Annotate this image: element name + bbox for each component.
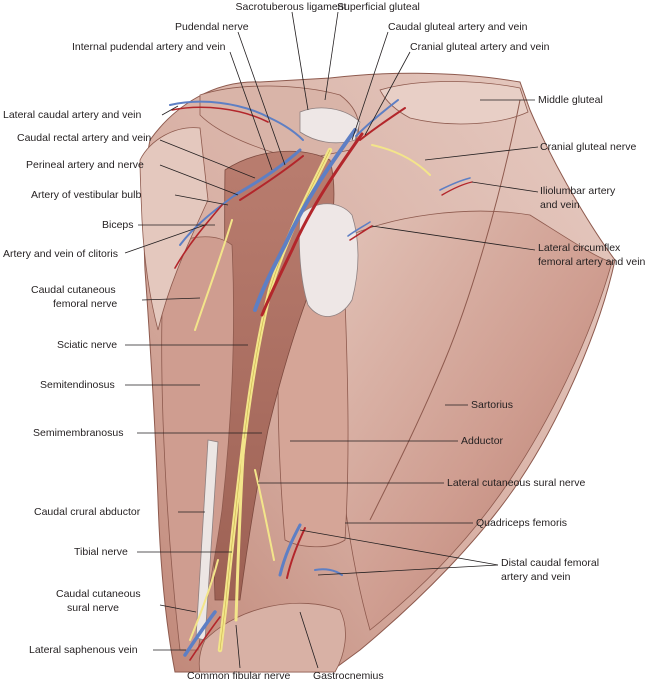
leader-distal-caudal-femoral-b [317,564,499,576]
internal-pudendal-vein-path [233,148,302,197]
lateral-circumflex-vessels-path [349,225,373,241]
cranial-gluteal-vein-path [355,99,399,137]
leader-sacrotuberous-ligament [291,11,309,111]
biceps-muscle [139,127,209,331]
label-pudendal-nerve: Pudendal nerve [175,21,249,33]
label-semitendinosus: Semitendinosus [40,379,115,391]
label-biceps: Biceps [102,219,134,231]
label-layer: Sacrotuberous ligament Superficial glute… [3,1,646,682]
label-lateral-circumflex-line2: femoral artery and vein [538,256,646,268]
cranial-gluteal-vessels-path [359,107,406,141]
leader-superficial-gluteal [324,11,339,101]
leader-artery-vein-clitoris [124,224,206,254]
caudal-gluteal-artery-path [260,132,364,317]
label-perineal-artery-nerve: Perineal artery and nerve [26,159,144,171]
clitoris-vessels-path [174,204,223,269]
label-internal-pudendal-artery-vein: Internal pudendal artery and vein [72,41,226,53]
leader-caudal-cutaneous-femoral-nerve [141,297,201,301]
sartorius-edge [369,99,521,521]
label-lateral-cutaneous-sural-nerve: Lateral cutaneous sural nerve [447,477,585,489]
vessel-layer [169,99,473,661]
label-lateral-saphenous-vein: Lateral saphenous vein [29,644,138,656]
lateral-caudal-vessels-path [169,100,304,141]
label-quadriceps-femoris: Quadriceps femoris [476,517,567,529]
lateral-saphenous-artery-path [189,616,221,661]
perineal-vessels-path [179,194,236,246]
label-caudal-crural-abductor: Caudal crural abductor [34,506,141,518]
label-caudal-rectal-artery-vein: Caudal rectal artery and vein [17,132,151,144]
label-caudal-cutaneous-femoral-line2: femoral nerve [53,298,117,310]
label-adductor: Adductor [461,435,504,447]
label-sartorius: Sartorius [471,399,513,411]
label-lateral-caudal-artery-vein: Lateral caudal artery and vein [3,109,141,121]
label-artery-vein-clitoris: Artery and vein of clitoris [3,248,118,260]
label-cranial-gluteal-artery-vein: Cranial gluteal artery and vein [410,41,550,53]
lateral-caudal-artery-path [171,106,269,123]
label-caudal-cutaneous-femoral-line1: Caudal cutaneous [31,284,116,296]
label-semimembranosus: Semimembranosus [33,427,123,439]
lateral-circumflex-vein-path [347,221,371,237]
label-artery-vestibular-bulb: Artery of vestibular bulb [31,189,141,201]
label-caudal-cutaneous-sural-line1: Caudal cutaneous [56,588,141,600]
leader-pudendal-nerve [237,31,286,166]
label-caudal-cutaneous-sural-line2: sural nerve [67,602,119,614]
distal-caudal-femoral-artery-path [286,527,306,579]
common-fibular-nerve-path [234,438,246,622]
label-iliolumbar-line1: Iliolumbar artery [540,185,616,197]
label-superficial-gluteal: Superficial gluteal [337,1,420,13]
caudal-cutaneous-sural-nerve-path [189,559,219,641]
lateral-cutaneous-sural-nerve-path [254,469,275,561]
label-cranial-gluteal-nerve: Cranial gluteal nerve [540,141,636,153]
leader-artery-vestibular-bulb [174,194,229,206]
caudal-gluteal-vein-path [253,128,357,312]
lateral-saphenous-vein-path [183,610,217,657]
leader-caudal-gluteal-artery-vein [351,31,389,141]
label-iliolumbar-line2: and vein [540,199,580,211]
label-distal-caudal-femoral-line1: Distal caudal femoral [501,557,599,569]
leader-lateral-circumflex-femoral [371,225,536,251]
label-middle-gluteal: Middle gluteal [538,94,603,106]
leader-caudal-cutaneous-sural-nerve [159,604,197,613]
label-sciatic-nerve: Sciatic nerve [57,339,117,351]
leader-lines [124,11,539,669]
label-gastrocnemius: Gastrocnemius [313,670,384,682]
cranial-gluteal-nerve-path [371,144,431,176]
iliolumbar-artery-path [441,181,473,196]
leader-lateral-caudal-artery-vein [161,105,179,116]
label-common-fibular-nerve: Common fibular nerve [187,670,290,682]
leader-cranial-gluteal-nerve [424,146,539,161]
label-lateral-circumflex-line1: Lateral circumflex [538,242,621,254]
leader-internal-pudendal-artery-vein [229,51,273,171]
label-caudal-gluteal-artery-vein: Caudal gluteal artery and vein [388,21,528,33]
label-distal-caudal-femoral-line2: artery and vein [501,571,571,583]
sacrotuberous-ligament-shape [299,107,361,144]
leader-perineal-artery-nerve [159,164,239,196]
leader-caudal-rectal-artery-vein [159,139,256,179]
iliolumbar-vessels-path [439,177,471,191]
leader-gastrocnemius [299,611,319,669]
internal-pudendal-artery-path [239,155,304,201]
leader-distal-caudal-femoral-a [299,529,499,566]
caudal-cutaneous-femoral-nerve-path [194,219,233,331]
trochanter-tendon [298,203,359,317]
leader-common-fibular-nerve [235,624,241,669]
distal-caudal-femoral-vein-path [278,523,302,577]
caudal-crural-abductor-shape [195,439,219,641]
leader-cranial-gluteal-artery-vein [364,51,411,136]
label-tibial-nerve: Tibial nerve [74,546,128,558]
label-sacrotuberous-ligament: Sacrotuberous ligament [236,1,347,13]
leader-iliolumbar-artery-vein [471,181,539,193]
middle-gluteal-muscle [379,81,529,125]
